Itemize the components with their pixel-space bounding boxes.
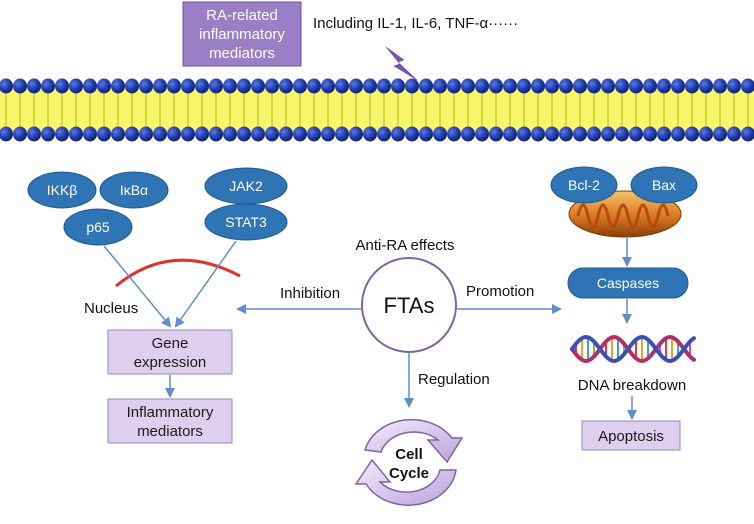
promotion-label: Promotion — [466, 283, 534, 300]
nfkb-arrow — [103, 245, 172, 328]
cell-cycle-line-1: Cell — [395, 446, 423, 463]
stimulus-group: RA-related inflammatory mediators Includ… — [182, 1, 518, 81]
inflammatory-mediators-line-1: Inflammatory — [127, 404, 214, 421]
stimulus-box-line-3: mediators — [209, 45, 275, 62]
apoptosis-box — [581, 420, 681, 451]
stat3-arrow — [174, 240, 237, 328]
membrane-heads-bottom — [0, 126, 754, 142]
bcl2-label: Bcl-2 — [568, 177, 600, 193]
apoptosis-label: Apoptosis — [598, 428, 664, 445]
caspases-label: Caspases — [597, 275, 659, 291]
stimulus-box-line-2: inflammatory — [199, 26, 285, 43]
gene-expression-line-2: expression — [134, 354, 207, 371]
gene-expression-line-1: Gene — [152, 335, 189, 352]
p65-oval — [63, 208, 133, 246]
bcl2-oval — [550, 166, 618, 204]
caspases-pill — [567, 267, 689, 299]
lightning-bolt-icon — [385, 46, 418, 81]
regulation-label: Regulation — [418, 371, 490, 388]
stat3-oval — [204, 203, 288, 241]
cell-cycle-line-2: Cycle — [389, 465, 429, 482]
ikb-alpha-label: IκBα — [120, 182, 148, 198]
anti-ra-effects-label: Anti-RA effects — [356, 237, 455, 254]
stimulus-box-line-1: RA-related — [206, 7, 278, 24]
ikb-alpha-oval — [99, 171, 169, 209]
inflammatory-mediators-line-2: mediators — [137, 423, 203, 440]
nucleus-label: Nucleus — [84, 300, 138, 317]
stimulus-box — [182, 1, 302, 67]
right-pathway: Bcl-2 Bax Caspases DNA breakdown Apoptos… — [550, 166, 698, 451]
ftas-circle — [361, 257, 457, 353]
bax-label: Bax — [652, 177, 676, 193]
ikk-beta-oval — [27, 171, 97, 209]
membrane-heads-top — [0, 78, 754, 94]
ftas-label: FTAs — [384, 293, 435, 318]
ikk-beta-label: IKKβ — [47, 182, 78, 198]
inflammatory-mediators-box — [107, 398, 233, 444]
center-group: Anti-RA effects FTAs Inhibition Promotio… — [236, 237, 562, 506]
bax-oval — [630, 166, 698, 204]
stimulus-description: Including IL-1, IL-6, TNF-α······ — [313, 15, 518, 32]
cell-cycle-icon — [354, 418, 464, 506]
membrane-tails — [5, 92, 749, 128]
membrane-core — [0, 88, 754, 132]
inhibition-label: Inhibition — [280, 285, 340, 302]
dna-breakdown-label: DNA breakdown — [578, 377, 686, 394]
jak2-label: JAK2 — [229, 178, 263, 194]
dna-helix-icon — [570, 334, 696, 364]
left-pathway: IKKβ IκBα p65 JAK2 STAT3 Nucleus Gene ex… — [27, 167, 288, 444]
p65-label: p65 — [86, 219, 110, 235]
stat3-label: STAT3 — [225, 214, 267, 230]
gene-expression-box — [107, 329, 233, 375]
cell-membrane — [0, 78, 754, 142]
